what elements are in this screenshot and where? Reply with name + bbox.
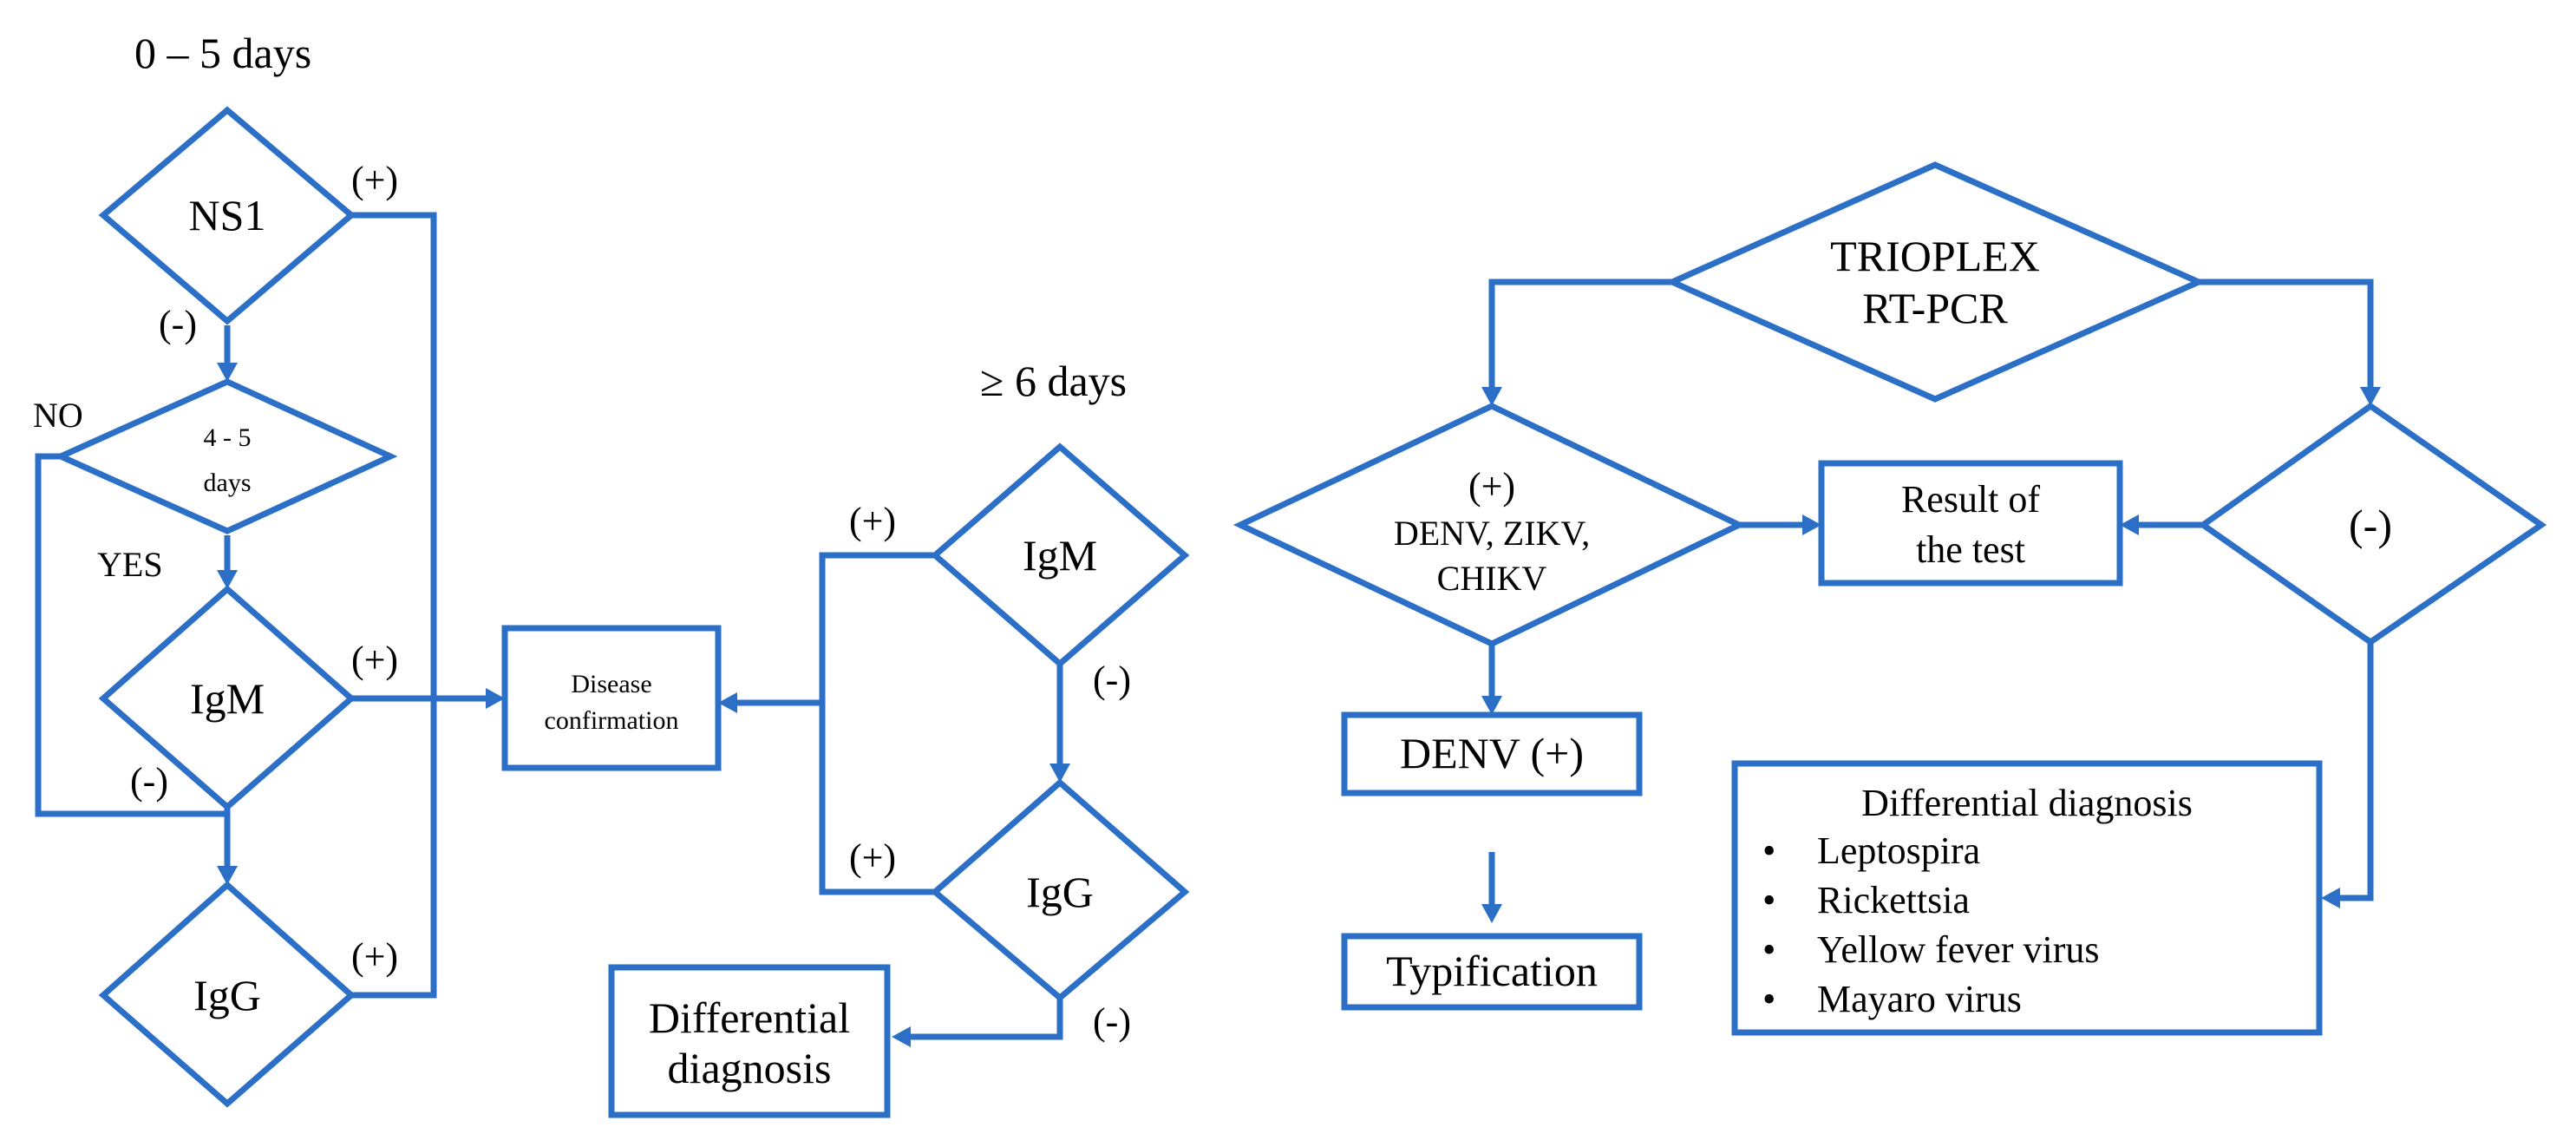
igm-neg-label-mid: (-) [1093, 659, 1131, 701]
arrowhead [1481, 387, 1502, 406]
arrowhead [1802, 515, 1821, 535]
arrowhead [2321, 888, 2340, 908]
differential-list: • Leptospira • Rickettsia • Yellow fever… [1762, 829, 2100, 1020]
positive-line2: DENV, ZIKV, [1394, 514, 1590, 553]
igg-diamond-mid [930, 778, 1190, 1002]
typification-label: Typification [1386, 947, 1598, 995]
days-no-connector [35, 453, 227, 817]
list-bullet: • [1762, 829, 1775, 872]
igm-pos-label-mid: (+) [849, 500, 896, 542]
ns1-pos-connector [351, 212, 437, 999]
arrowhead [1481, 904, 1502, 923]
arrowhead [217, 570, 238, 589]
disease-confirmation-box [501, 625, 722, 771]
ns1-neg-label: (-) [159, 303, 197, 345]
arrowhead [892, 1026, 911, 1047]
igg-pos-label-left: (+) [351, 935, 398, 978]
disease-confirmation-line2: confirmation [545, 706, 679, 735]
arrowhead [1049, 764, 1070, 783]
differential-diagnosis-box-mid [608, 964, 891, 1118]
positive-line3: CHIKV [1437, 559, 1547, 598]
result-line2: the test [1916, 528, 2025, 571]
igg-pos-label-mid: (+) [849, 836, 896, 879]
mid-igg-neg-connector [911, 998, 1063, 1040]
disease-confirmation-line1: Disease [571, 670, 651, 698]
neg-to-differential-connector [2340, 642, 2374, 901]
trioplex-diamond [1664, 161, 2207, 403]
igm-diamond-mid [930, 442, 1190, 668]
list-item: Rickettsia [1817, 879, 1970, 921]
arrowhead [217, 363, 238, 382]
mid-igm-pos-connector [819, 552, 935, 895]
trioplex-right-connector [2199, 279, 2374, 387]
arrowhead [718, 692, 737, 713]
differential-diagnosis-box-right [1731, 760, 2323, 1036]
differential-right-title: Differential diagnosis [1861, 782, 2193, 824]
result-line1: Result of [1901, 478, 2040, 521]
days-no-label: NO [33, 396, 83, 435]
days-label-line1: 4 - 5 [204, 423, 252, 452]
igm-diamond-left [98, 585, 356, 811]
ns1-diamond [98, 106, 356, 325]
trioplex-left-connector [1488, 279, 1672, 387]
arrowhead [1481, 696, 1502, 715]
igg-label-mid: IgG [1026, 868, 1094, 916]
ns1-label: NS1 [189, 191, 266, 239]
positive-diamond [1232, 403, 1747, 647]
list-bullet: • [1762, 978, 1775, 1020]
igm-neg-label-left: (-) [130, 760, 168, 803]
list-item: Yellow fever virus [1817, 928, 2100, 971]
igg-neg-label-mid: (-) [1093, 1000, 1131, 1043]
differential-mid-line1: Differential [649, 993, 850, 1042]
arrowhead [217, 866, 238, 885]
trioplex-line2: RT-PCR [1862, 284, 2008, 332]
list-item: Leptospira [1817, 829, 1980, 872]
days-diamond [53, 378, 398, 534]
positive-line1: (+) [1468, 465, 1515, 508]
arrowhead [2120, 515, 2139, 535]
list-bullet: • [1762, 879, 1775, 921]
denv-label: DENV (+) [1400, 729, 1584, 777]
list-item: Mayaro virus [1817, 978, 2022, 1020]
igm-label-mid: IgM [1023, 531, 1097, 580]
list-bullet: • [1762, 928, 1775, 971]
negative-diamond [2197, 402, 2547, 646]
days-yes-label: YES [97, 545, 163, 584]
left-header: 0 – 5 days [134, 29, 311, 77]
igg-diamond-left [98, 881, 356, 1108]
trioplex-line1: TRIOPLEX [1830, 232, 2040, 280]
typification-box [1341, 933, 1643, 1011]
middle-header: ≥ 6 days [980, 357, 1127, 405]
arrowhead [2360, 387, 2381, 406]
arrowhead [486, 688, 505, 709]
result-box [1818, 460, 2123, 587]
days-label-line2: days [204, 469, 252, 497]
igg-label-left: IgG [193, 971, 261, 1019]
igm-label-left: IgM [190, 674, 265, 723]
denv-box [1341, 711, 1643, 796]
differential-mid-line2: diagnosis [668, 1044, 832, 1092]
ns1-pos-label: (+) [351, 159, 398, 201]
igm-pos-label-left: (+) [351, 639, 398, 681]
negative-label: (-) [2349, 501, 2392, 549]
